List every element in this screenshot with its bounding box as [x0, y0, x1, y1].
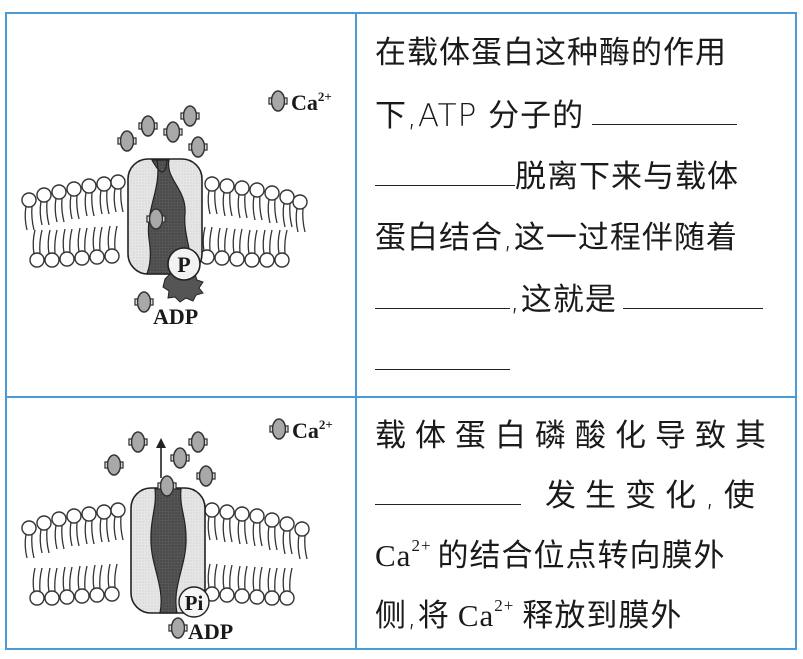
answer-blank[interactable]	[592, 96, 738, 125]
figure-phosphorylation: Ca2+	[7, 14, 355, 396]
figure-release: Ca2+	[7, 398, 355, 650]
answer-blank[interactable]	[622, 280, 763, 309]
ion-charge: 2+	[411, 535, 432, 555]
text-line	[375, 341, 510, 381]
calcium-ion-icon	[134, 291, 154, 313]
text-segment: ,这就是	[510, 282, 617, 318]
phosphate-icon: Pi	[178, 586, 210, 618]
description-phosphorylation: 在载体蛋白这种酶的作用 下,ATP 分子的 脱离下来与载体 蛋白结合,这一过程伴…	[375, 0, 785, 396]
phosphate-icon: P	[167, 247, 201, 281]
text-segment: 的结合位点转向膜外	[437, 538, 726, 574]
text-line: 下,ATP 分子的	[375, 96, 738, 136]
text-line: ,这就是	[375, 280, 763, 320]
text-segment: 释放到膜外	[522, 598, 683, 634]
svg-text:Pi: Pi	[185, 591, 204, 615]
answer-blank[interactable]	[375, 341, 510, 370]
text-segment: 脱离下来与载体	[515, 159, 739, 195]
ion-charge: 2+	[494, 595, 515, 615]
ion-symbol: Ca	[375, 538, 412, 573]
text-line: 脱离下来与载体	[375, 157, 739, 197]
ca-legend-label: Ca2+	[292, 417, 333, 443]
text-segment: 侧,将	[375, 598, 450, 634]
adp-label: ADP	[188, 619, 233, 644]
carrier-protein	[130, 475, 206, 614]
svg-text:P: P	[177, 252, 190, 277]
column-divider	[355, 12, 357, 650]
answer-blank[interactable]	[375, 280, 510, 309]
text-line: 蛋白结合,这一过程伴随着	[375, 220, 738, 256]
ion-symbol: Ca	[457, 598, 495, 633]
calcium-ion-legend-icon	[269, 418, 289, 440]
text-segment: 下,ATP 分子的	[375, 98, 585, 134]
answer-blank[interactable]	[375, 157, 515, 186]
row-divider	[5, 396, 797, 398]
table-frame	[5, 12, 797, 650]
text-line: 载体蛋白磷酸化导致其	[375, 418, 775, 454]
answer-blank[interactable]	[375, 476, 521, 505]
calcium-ion-icon	[168, 617, 188, 639]
text-line: 发生变化,使	[375, 476, 764, 516]
text-segment: 发生变化,使	[545, 478, 764, 514]
adp-label: ADP	[153, 304, 198, 329]
calcium-ion-icon	[117, 105, 208, 158]
ca-legend-label: Ca2+	[291, 89, 332, 115]
carrier-protein	[127, 158, 203, 275]
text-line: 在载体蛋白这种酶的作用	[375, 35, 727, 71]
text-line: Ca2+的结合位点转向膜外	[375, 536, 726, 576]
release-arrow-icon	[156, 438, 166, 478]
calcium-ion-legend-icon	[268, 90, 288, 112]
